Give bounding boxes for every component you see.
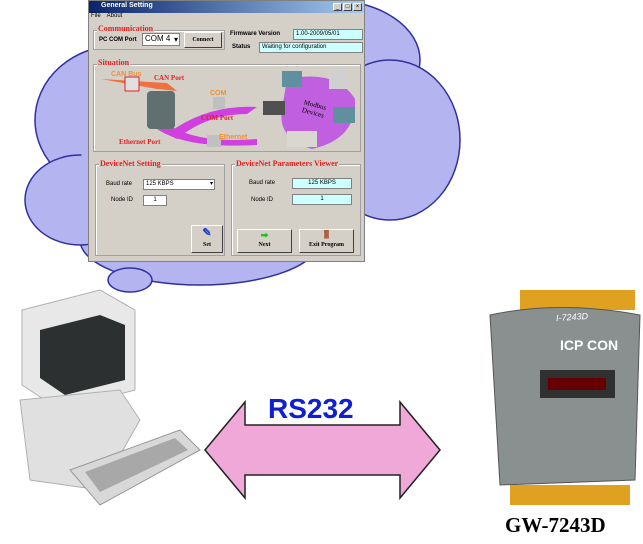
pencil-icon: ✎ [202, 227, 212, 239]
device-label: GW-7243D [505, 513, 606, 537]
devicenet-setting-label: DeviceNet Setting [99, 159, 162, 168]
window-title: General Setting [101, 2, 153, 9]
menu-file[interactable]: File [91, 13, 101, 19]
status-value: Waiting for configuration [259, 42, 363, 53]
baud-rate-select[interactable]: 125 KBPS▾ [143, 179, 215, 190]
com-label: COM [210, 90, 227, 97]
can-port-label: CAN Port [154, 74, 185, 82]
com-port-text: COM Port [201, 114, 234, 122]
node-id-input[interactable]: 1 [143, 195, 167, 206]
parameters-viewer-label: DeviceNet Parameters Viewer [235, 159, 340, 168]
menu-about[interactable]: About [106, 13, 123, 19]
set-button[interactable]: ✎Set [191, 225, 223, 253]
com-port-label: PC COM Port [99, 37, 137, 43]
computer-icon [19, 289, 201, 506]
com-port-select[interactable]: COM 4▾ [142, 33, 180, 46]
icpcon-logo: ICP CON [560, 337, 618, 353]
node-id-label: Node ID [111, 197, 134, 203]
situation-illustration [101, 69, 356, 149]
chevron-down-icon: ▾ [209, 181, 213, 187]
maximize-button[interactable]: □ [343, 3, 352, 11]
baud-rate-label: Baud rate [106, 181, 133, 187]
title-bar: General Setting [89, 1, 364, 13]
viewer-node-value: 1 [292, 194, 352, 205]
viewer-baud-label: Baud rate [249, 180, 276, 186]
ethernet-port-label: Ethernet Port [119, 138, 161, 146]
viewer-baud-value: 125 KBPS [292, 178, 352, 189]
ethernet-label: Ethernet [219, 134, 248, 141]
diagram-graphics: ICP CON [19, 289, 641, 506]
close-button[interactable]: × [353, 3, 362, 11]
general-setting-window: General Setting _ □ × File About Communic… [88, 0, 365, 262]
firmware-value: 1.00-2009/05/01 [293, 29, 363, 40]
situation-label: Situation [97, 58, 131, 67]
rs232-label: RS232 [268, 393, 354, 424]
communication-group [93, 30, 225, 50]
arrow-right-icon: ➡ [260, 230, 269, 240]
firmware-label: Firmware Version [230, 31, 281, 37]
situation-group [93, 64, 361, 152]
status-label: Status [232, 44, 251, 50]
viewer-node-label: Node ID [251, 197, 274, 203]
exit-door-icon: 🚪 [321, 230, 332, 239]
menu-bar: File About [91, 13, 128, 19]
minimize-button[interactable]: _ [333, 3, 342, 11]
can-bus-label: CAN Bus [111, 71, 142, 78]
next-button[interactable]: ➡Next [237, 229, 292, 253]
communication-label: Communication [97, 24, 155, 33]
gw-7243d-device: ICP CON [489, 290, 641, 505]
chevron-down-icon: ▾ [173, 35, 178, 44]
exit-program-button[interactable]: 🚪Exit Program [299, 229, 354, 253]
rs232-double-arrow [204, 399, 441, 501]
connect-button[interactable]: Connect [184, 32, 222, 48]
